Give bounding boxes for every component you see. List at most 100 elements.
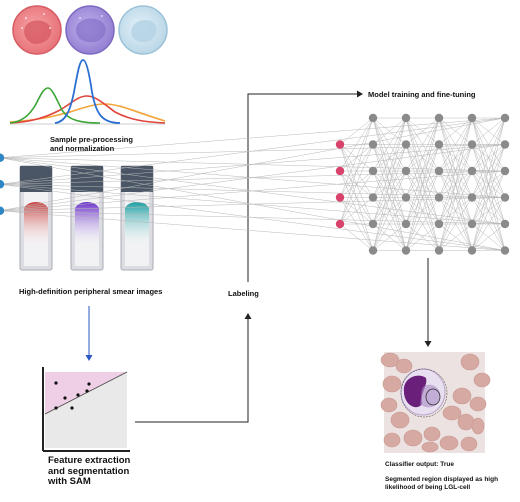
nn-hidden-node xyxy=(368,140,378,149)
nn-hidden-node xyxy=(434,246,444,255)
nn-hidden-node xyxy=(500,140,510,149)
nn-edge xyxy=(471,197,506,251)
nn-hidden-node xyxy=(500,113,510,123)
nn-edge xyxy=(372,117,407,225)
nn-edge xyxy=(0,157,506,225)
nn-edge xyxy=(372,223,407,251)
nn-edge xyxy=(471,223,506,251)
smear-images-label: High-definition peripheral smear images xyxy=(19,287,163,296)
nn-edge xyxy=(438,117,473,172)
nn-hidden-node xyxy=(467,219,477,229)
model-training-label: Model training and fine-tuning xyxy=(368,90,476,99)
blood-cell-blue-icon xyxy=(118,5,168,55)
nn-edge xyxy=(0,117,506,158)
nn-edge xyxy=(0,210,506,251)
nn-edge xyxy=(438,117,473,145)
nn-hidden-node xyxy=(434,166,444,176)
nn-hidden-node xyxy=(434,219,444,229)
nn-edge xyxy=(405,117,440,225)
nn-edge xyxy=(405,144,440,251)
nn-hidden-node xyxy=(368,246,378,255)
nn-hidden-node xyxy=(401,219,411,229)
nn-input-node xyxy=(335,219,345,229)
nn-hidden-node xyxy=(467,113,477,123)
neural-network-edges xyxy=(0,117,506,251)
nn-edge xyxy=(0,144,506,158)
nn-edge xyxy=(471,117,506,251)
nn-edge xyxy=(0,184,506,251)
nn-edge xyxy=(438,170,473,251)
nn-hidden-node xyxy=(500,166,510,176)
nn-edge xyxy=(438,117,473,251)
nn-edge xyxy=(372,117,407,172)
nn-input-node xyxy=(335,166,345,176)
nn-hidden-node xyxy=(401,193,411,202)
nn-edge xyxy=(339,144,374,225)
nn-edge xyxy=(405,117,440,145)
nn-edge xyxy=(471,117,506,225)
nn-edge xyxy=(372,117,407,145)
nn-hidden-node xyxy=(401,113,411,123)
nn-edge xyxy=(339,117,374,198)
nn-output-node xyxy=(0,180,5,189)
nn-hidden-node xyxy=(467,166,477,176)
nn-edge xyxy=(339,223,374,251)
nn-hidden-node xyxy=(368,113,378,123)
nn-edge xyxy=(471,117,506,198)
nn-input-node xyxy=(335,193,345,202)
segmented-micrograph xyxy=(380,352,491,453)
nn-hidden-node xyxy=(368,193,378,202)
segmented-region-label: Segmented region displayed as high likel… xyxy=(385,476,499,491)
nn-hidden-node xyxy=(467,193,477,202)
arrow-feature-to-labeling xyxy=(135,313,252,423)
nn-edge xyxy=(372,170,407,251)
arrow-labeling-to-model xyxy=(247,90,363,282)
nn-edge xyxy=(438,117,473,198)
nn-hidden-node xyxy=(401,166,411,176)
feature-extraction-label: Feature extraction and segmentation with… xyxy=(48,455,131,487)
nn-edge xyxy=(471,117,506,145)
nn-edge xyxy=(372,144,407,251)
nn-edge xyxy=(372,117,407,251)
nn-output-node xyxy=(0,153,5,162)
classifier-output-label: Classifier output: True xyxy=(385,461,454,468)
nn-hidden-node xyxy=(467,140,477,149)
nn-edge xyxy=(438,144,473,251)
nn-hidden-node xyxy=(500,246,510,255)
nn-edge xyxy=(339,117,374,172)
nn-edge xyxy=(0,157,506,251)
scatter-plot-icon xyxy=(42,367,130,452)
nn-input-node xyxy=(335,140,345,149)
nn-edge xyxy=(405,170,440,251)
nn-edge xyxy=(339,117,374,145)
nn-edge xyxy=(405,117,440,251)
nn-edge xyxy=(405,117,440,172)
nn-hidden-node xyxy=(434,113,444,123)
blood-cell-red-icon xyxy=(12,5,62,55)
nn-hidden-node xyxy=(401,140,411,149)
nn-edge xyxy=(372,117,407,198)
nn-hidden-node xyxy=(500,193,510,202)
nn-edge xyxy=(372,197,407,251)
nn-edge xyxy=(471,170,506,251)
nn-edge xyxy=(438,197,473,251)
nn-edge xyxy=(438,117,473,225)
nn-hidden-node xyxy=(434,140,444,149)
distribution-curves xyxy=(9,59,166,125)
nn-edge xyxy=(339,117,374,225)
nn-edge xyxy=(0,157,506,172)
labeling-label: Labeling xyxy=(228,289,259,298)
nn-output-node xyxy=(0,206,5,215)
nn-edge xyxy=(438,223,473,251)
nn-hidden-node xyxy=(368,219,378,229)
nn-hidden-node xyxy=(368,166,378,176)
smear-tube-purple xyxy=(70,165,104,271)
nn-edge xyxy=(339,170,374,225)
nn-edge xyxy=(405,223,440,251)
nn-hidden-node xyxy=(401,246,411,255)
nn-edge xyxy=(0,157,506,198)
nn-edge xyxy=(471,117,506,172)
smear-tube-teal xyxy=(120,165,154,271)
nn-hidden-node xyxy=(467,246,477,255)
blood-cell-purple-icon xyxy=(65,5,115,55)
